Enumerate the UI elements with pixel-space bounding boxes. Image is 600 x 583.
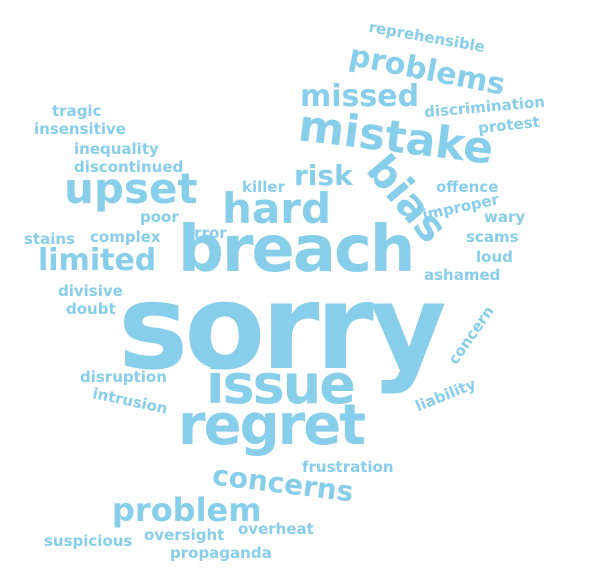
word-disruption: disruption bbox=[80, 368, 167, 386]
word-ashamed: ashamed bbox=[424, 266, 501, 284]
word-offence: offence bbox=[436, 178, 499, 196]
word-scams: scams bbox=[466, 228, 519, 246]
word-limited: limited bbox=[38, 243, 157, 278]
word-tragic: tragic bbox=[52, 102, 102, 120]
word-doubt: doubt bbox=[66, 300, 116, 318]
word-issue: issue bbox=[206, 353, 356, 416]
word-error: error bbox=[184, 224, 227, 242]
word-frustration: frustration bbox=[302, 458, 394, 476]
word-discontinued: discontinued bbox=[74, 158, 184, 176]
word-protest: protest bbox=[477, 112, 541, 138]
word-regret: regret bbox=[178, 393, 366, 458]
word-complex: complex bbox=[90, 228, 161, 246]
word-missed: missed bbox=[300, 79, 420, 114]
word-sorry: sorry bbox=[118, 258, 447, 396]
word-risk: risk bbox=[294, 159, 353, 192]
word-inequality: inequality bbox=[74, 140, 159, 158]
word-divisive: divisive bbox=[58, 282, 123, 300]
word-problem: problem bbox=[112, 491, 262, 529]
word-suspicious: suspicious bbox=[44, 532, 133, 550]
word-hard: hard bbox=[222, 184, 332, 233]
word-propaganda: propaganda bbox=[170, 544, 272, 562]
word-insensitive: insensitive bbox=[34, 120, 126, 138]
word-concern: concern bbox=[444, 302, 498, 368]
word-overheat: overheat bbox=[238, 520, 314, 538]
word-poor: poor bbox=[140, 208, 179, 226]
word-wary: wary bbox=[484, 208, 526, 226]
word-oversight: oversight bbox=[144, 526, 225, 544]
word-killer: killer bbox=[242, 178, 285, 196]
word-upset: upset bbox=[64, 164, 198, 213]
word-stains: stains bbox=[24, 230, 75, 248]
word-breach: breach bbox=[178, 213, 415, 287]
word-loud: loud bbox=[476, 248, 513, 266]
